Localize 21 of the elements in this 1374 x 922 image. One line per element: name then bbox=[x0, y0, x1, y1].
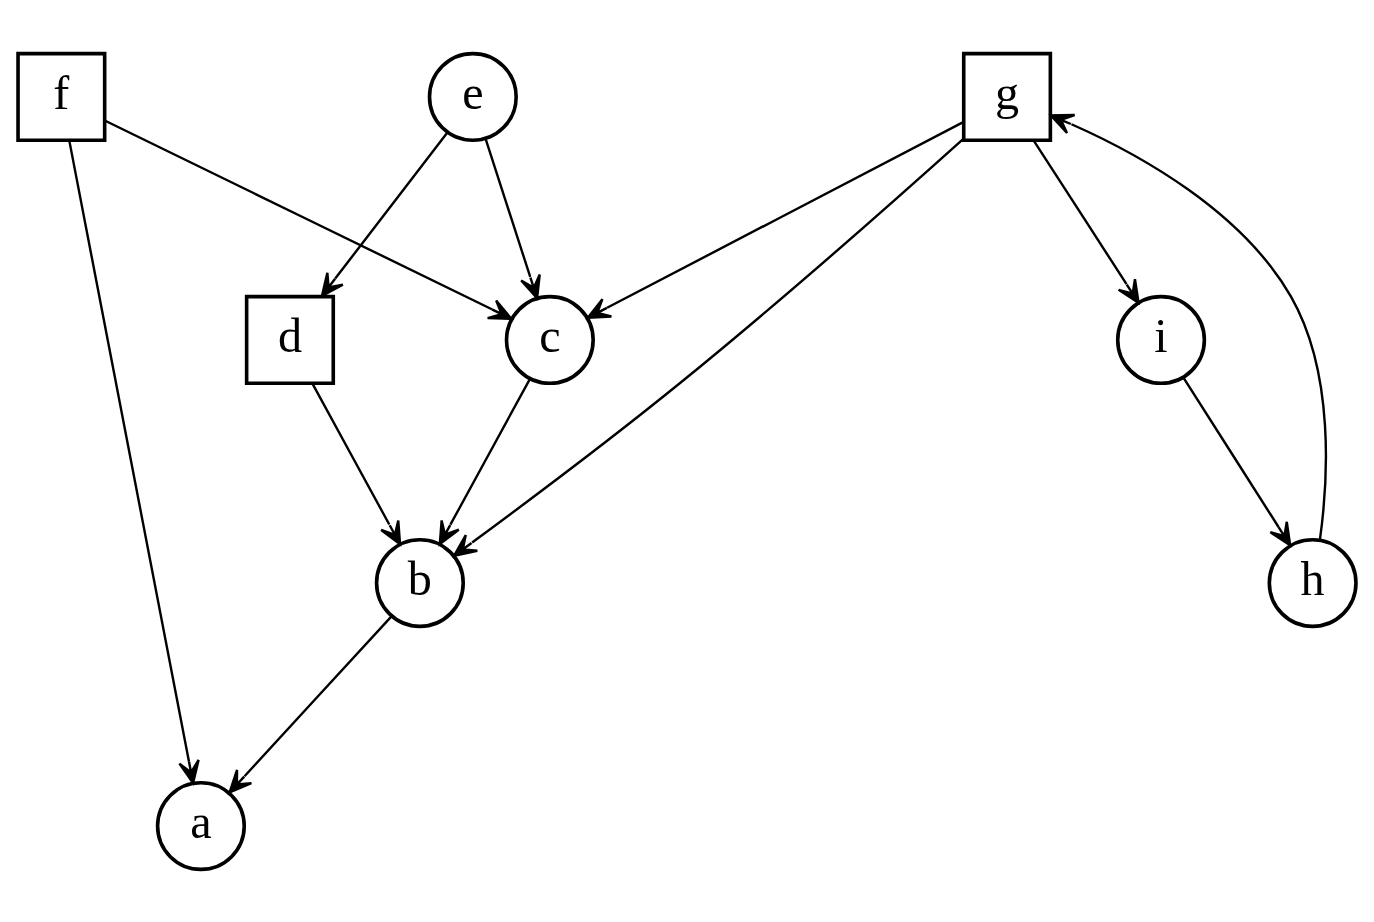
arrow bbox=[320, 131, 449, 297]
arrow bbox=[1049, 113, 1328, 540]
node-box: d bbox=[244, 294, 336, 385]
node-circle: e bbox=[427, 51, 518, 142]
arrow bbox=[438, 377, 532, 545]
node-circle: i bbox=[1115, 294, 1207, 385]
arrow bbox=[104, 118, 513, 320]
arrow bbox=[586, 120, 964, 319]
arrow bbox=[311, 382, 402, 545]
arrow bbox=[1032, 139, 1140, 304]
arrow bbox=[1182, 376, 1292, 546]
arrow bbox=[68, 139, 200, 784]
arrow bbox=[452, 137, 965, 557]
node-circle: b bbox=[374, 537, 465, 628]
node-box: f bbox=[16, 51, 107, 142]
arrow bbox=[484, 137, 541, 299]
node-circle: a bbox=[155, 780, 247, 871]
node-box: g bbox=[961, 51, 1053, 142]
node-circle: c bbox=[504, 294, 595, 385]
arrow bbox=[228, 615, 393, 794]
node-circle: h bbox=[1267, 537, 1358, 628]
